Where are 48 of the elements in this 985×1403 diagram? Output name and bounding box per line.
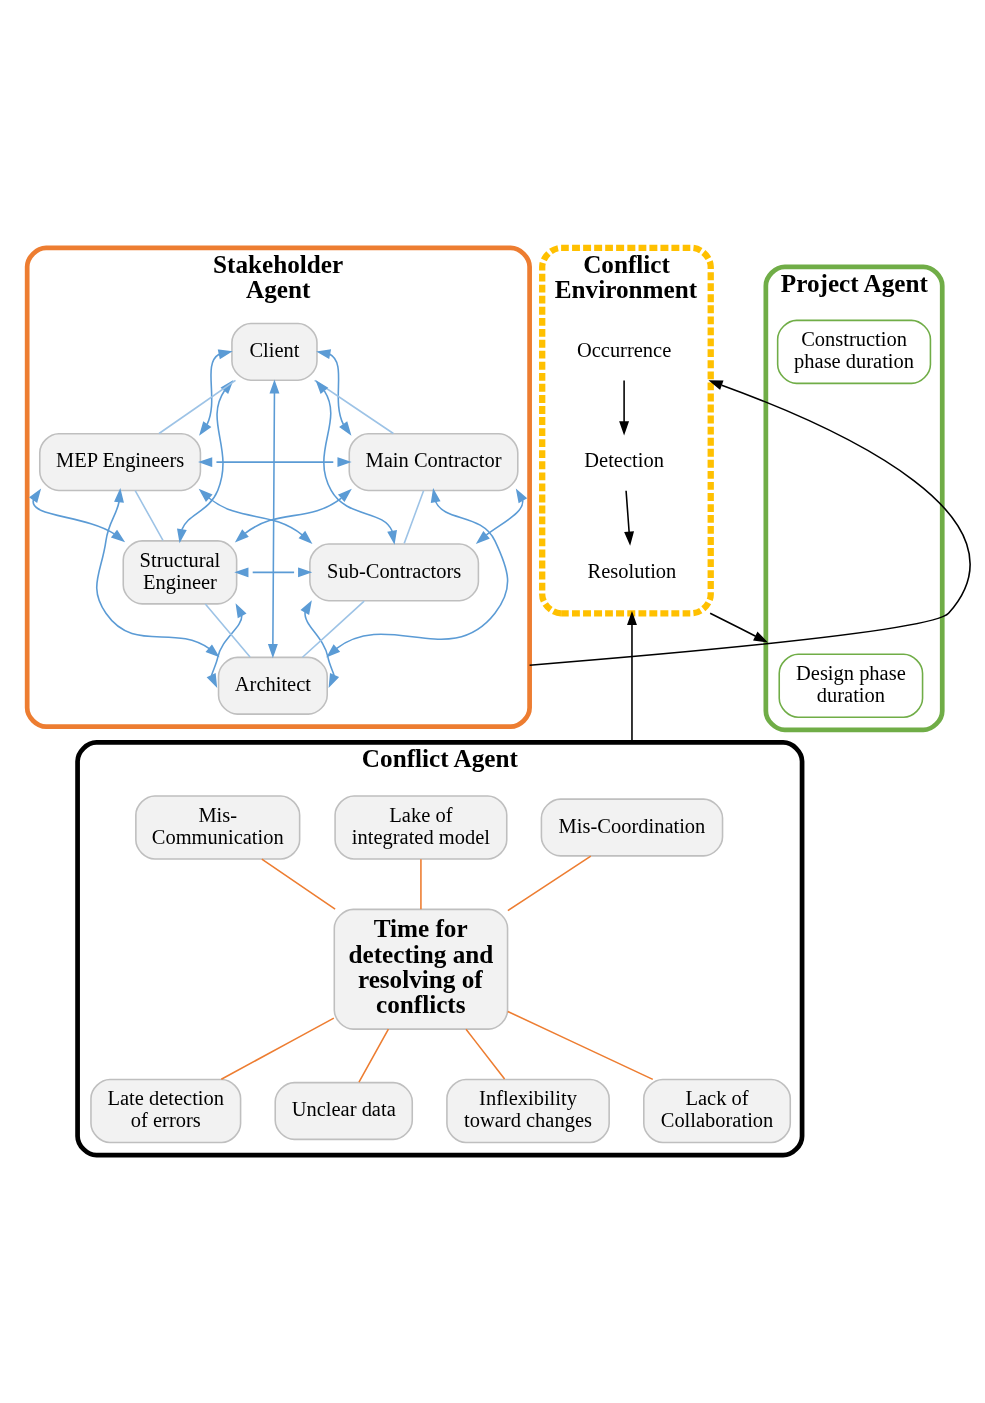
arrow [234, 488, 352, 543]
node-box: Structural Engineer [122, 540, 238, 605]
arrow [316, 349, 352, 436]
arrow [475, 488, 528, 544]
arrow [315, 379, 397, 545]
connector [506, 1010, 654, 1081]
arrow [198, 457, 352, 468]
node-text: Occurrence [576, 339, 672, 362]
arrow [300, 600, 340, 688]
node-box: Main Contractor [348, 432, 519, 492]
node-box: Inflexibility toward changes [446, 1078, 610, 1144]
connector [313, 379, 395, 435]
node-box: Architect [217, 656, 328, 715]
node-box: Construction phase duration [776, 319, 932, 385]
node-text: Resolution [587, 559, 677, 582]
arrow [198, 488, 313, 544]
connector [134, 489, 164, 542]
connector [507, 855, 592, 912]
connector [403, 489, 425, 545]
node-box: Lake of integrated model [334, 795, 508, 860]
connector [204, 603, 251, 658]
arrow [206, 603, 247, 688]
arrow [528, 380, 971, 666]
arrow [234, 567, 313, 578]
node-box: Time for detecting and resolving of conflicts [333, 908, 509, 1030]
node-box: Lack of Collaboration [643, 1078, 792, 1144]
connector [261, 858, 336, 910]
node-box: MEP Engineers [39, 432, 202, 492]
node-box: Sub-Contractors [309, 543, 480, 602]
connector [358, 1028, 390, 1083]
node-box: Design phase duration [778, 653, 924, 719]
arrow [619, 379, 630, 436]
node-box: Client [231, 322, 318, 381]
node-box: Mis-Coordination [540, 798, 724, 857]
node-box: Mis-Communication [135, 795, 301, 860]
arrow [28, 488, 126, 543]
connector [220, 1017, 335, 1081]
connector [465, 1028, 506, 1080]
arrow [96, 488, 220, 658]
node-text: Detection [584, 449, 664, 472]
arrow [326, 488, 509, 658]
arrow [624, 489, 635, 546]
arrow [709, 612, 768, 643]
arrow [267, 379, 280, 659]
node-box: Late detection of errors [90, 1078, 242, 1144]
connector [420, 858, 422, 910]
connector [301, 600, 365, 659]
node-box: Unclear data [274, 1081, 414, 1141]
